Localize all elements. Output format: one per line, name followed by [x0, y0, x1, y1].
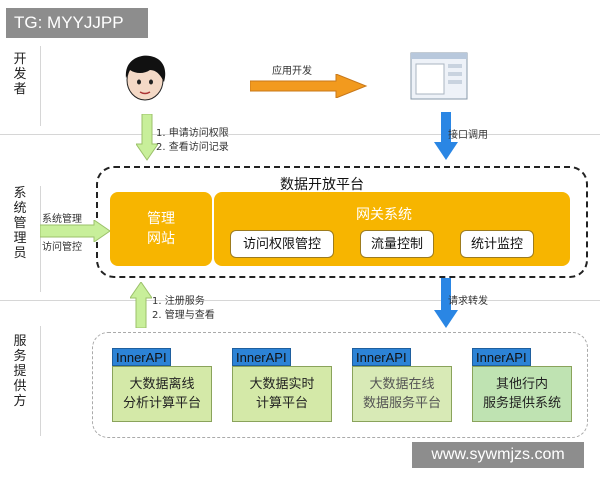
service-register-arrow: [130, 282, 152, 328]
interface-call-label: 接口调用: [448, 130, 488, 141]
inner-api-badge: InnerAPI: [472, 348, 531, 366]
developer-request-arrow: [136, 114, 158, 161]
dev-step-1: 1. 申请访问权限: [156, 128, 229, 139]
gateway-access-control: 访问权限管控: [230, 230, 334, 258]
develop-arrow: [250, 74, 368, 98]
admin-arrow: [40, 220, 111, 242]
platform-title: 数据开放平台: [280, 177, 364, 193]
inner-api-badge: InnerAPI: [352, 348, 411, 366]
service-online-data: 大数据在线数据服务平台: [352, 366, 452, 422]
service-other-internal: 其他行内服务提供系统: [472, 366, 572, 422]
request-forward-label: 请求转发: [448, 296, 488, 307]
developer-avatar-icon: [125, 55, 166, 101]
inner-api-badge: InnerAPI: [232, 348, 291, 366]
admin-label-access: 访问管控: [42, 242, 82, 253]
gateway-traffic-control: 流量控制: [360, 230, 434, 258]
management-site-line-2: 网站: [147, 231, 175, 247]
dev-step-2: 2. 查看访问记录: [156, 142, 229, 153]
watermark: www.sywmjzs.com: [412, 442, 584, 468]
application-window-icon: [410, 52, 468, 100]
lane-left-border: [40, 46, 41, 126]
role-service-provider: 服务提供方: [13, 334, 27, 409]
lane-left-border: [40, 326, 41, 436]
gateway-monitoring: 统计监控: [460, 230, 534, 258]
service-step-2: 2. 管理与查看: [152, 310, 215, 321]
role-developer: 开发者: [13, 52, 27, 97]
admin-label-system: 系统管理: [42, 214, 82, 225]
interface-call-arrow: [434, 112, 458, 160]
service-offline-analytics: 大数据离线分析计算平台: [112, 366, 212, 422]
service-step-1: 1. 注册服务: [152, 296, 205, 307]
management-site: 管理 网站: [110, 192, 212, 266]
develop-arrow-label: 应用开发: [272, 66, 312, 77]
service-realtime-compute: 大数据实时计算平台: [232, 366, 332, 422]
lane-divider: [0, 300, 600, 301]
inner-api-badge: InnerAPI: [112, 348, 171, 366]
request-forward-arrow: [434, 278, 458, 328]
services-container: [92, 332, 588, 438]
tag-label: TG: MYYJJPP: [6, 8, 148, 38]
role-admin: 系统管理员: [13, 186, 27, 261]
lane-divider: [0, 134, 600, 135]
management-site-line-1: 管理: [147, 211, 175, 227]
gateway-title: 网关系统: [356, 207, 412, 223]
lane-left-border: [40, 186, 41, 292]
